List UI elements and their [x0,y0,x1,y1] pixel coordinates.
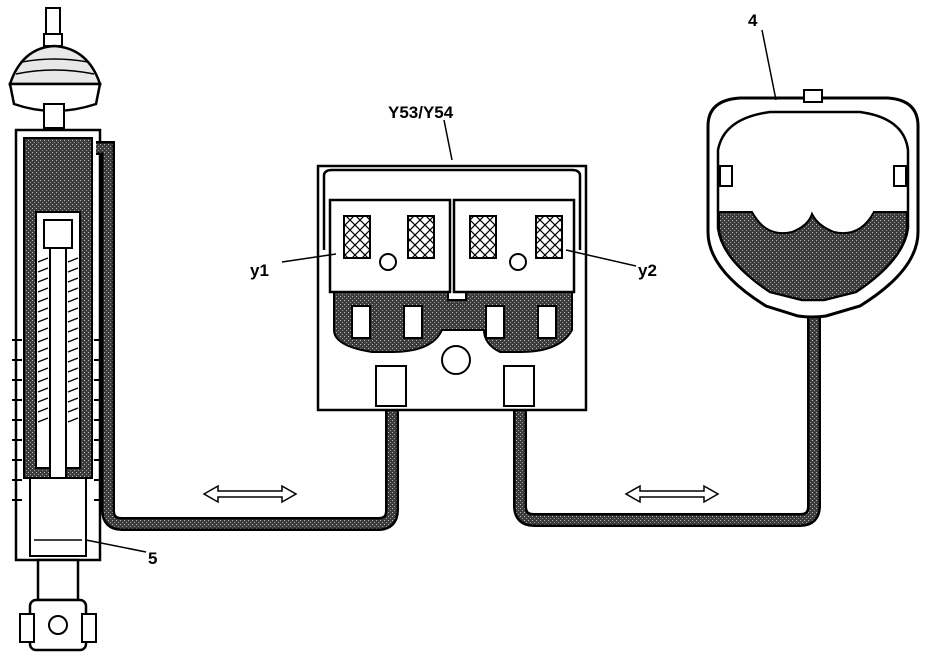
suspension-strut [8,7,104,652]
leader-line-y1 [281,253,337,263]
label-valve-y1: y1 [250,261,269,280]
valve-block [316,164,588,412]
label-strut: 5 [148,549,157,568]
leader-line-valve-block [443,119,453,161]
leader-line-reservoir [761,29,777,101]
leader-line-y2 [565,249,637,267]
hose-valve-to-reservoir [513,300,821,527]
label-valve-y2: y2 [638,261,657,280]
hose-strut-to-valve [96,141,399,531]
flow-arrow-icon [624,484,720,504]
pressure-reservoir [706,89,920,319]
label-valve-block: Y53/Y54 [388,103,454,122]
flow-arrow-icon [202,484,298,504]
label-reservoir: 4 [748,11,758,30]
leader-line-strut [85,539,147,553]
